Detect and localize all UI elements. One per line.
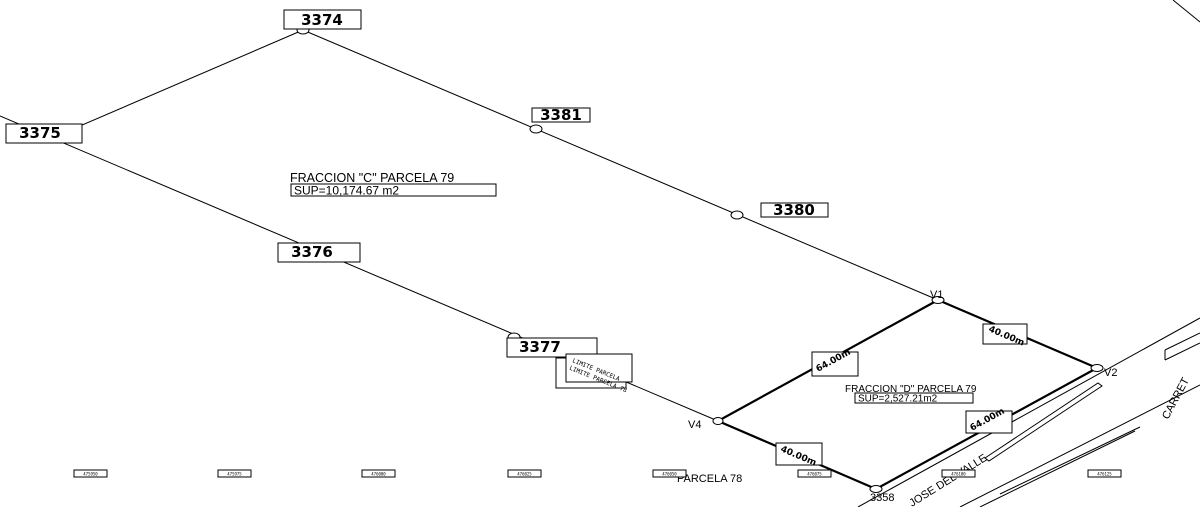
grid-tick-3: 476025 bbox=[517, 472, 532, 477]
vertex-label-3381: 3381 bbox=[531, 106, 591, 124]
grid-tick-0: 475950 bbox=[83, 472, 98, 477]
vertex-label-3375-text: 3375 bbox=[19, 124, 61, 142]
road-line-8 bbox=[1172, 0, 1200, 23]
marker-3381 bbox=[529, 124, 543, 134]
grid-tick-7: 476125 bbox=[1097, 472, 1112, 477]
parcel-c-area-box bbox=[290, 183, 497, 197]
limit-note: LIMITE PARCELA LIMITE PARCELA 78 bbox=[555, 353, 633, 394]
dimension-top-edge: 40.00m bbox=[982, 323, 1028, 349]
parcel-d-area: SUP=2,527.21m2 bbox=[858, 394, 938, 405]
vertex-label-3377: 3377 bbox=[506, 337, 598, 358]
grid-tick-5: 476075 bbox=[807, 472, 822, 477]
grid-ticks: 475950 475975 476000 476025 476050 47607… bbox=[73, 469, 1122, 478]
road-line-2 bbox=[959, 384, 1200, 507]
road-line-4 bbox=[979, 430, 1136, 507]
vertex-label-3376: 3376 bbox=[277, 242, 361, 263]
parcel-c-boundary bbox=[0, 29, 1098, 490]
road-line-6 bbox=[1164, 342, 1200, 361]
corner-label-v1: V1 bbox=[930, 289, 943, 301]
marker-v1 bbox=[931, 296, 945, 304]
neighbor-parcela78: PARCELA 78 bbox=[677, 473, 742, 485]
vertex-label-3380-text: 3380 bbox=[773, 201, 815, 219]
vertex-label-3381-text: 3381 bbox=[540, 106, 582, 124]
dimension-bottom-edge: 40.00m bbox=[775, 442, 823, 469]
road-line-5 bbox=[1164, 332, 1200, 351]
corner-label-v4: V4 bbox=[688, 419, 701, 431]
vertex-label-3380: 3380 bbox=[760, 201, 829, 219]
parcel-d-name: FRACCION "D" PARCELA 79 bbox=[845, 384, 977, 395]
grid-tick-1: 475975 bbox=[227, 472, 242, 477]
road-island bbox=[984, 382, 1103, 462]
marker-3380 bbox=[730, 210, 744, 220]
grid-tick-2: 476000 bbox=[371, 472, 386, 477]
road-lines bbox=[857, 0, 1200, 507]
dimension-left-edge: 64.00m bbox=[811, 348, 859, 377]
vertex-markers bbox=[45, 25, 1104, 493]
marker-3358 bbox=[869, 485, 883, 493]
marker-v4 bbox=[712, 417, 724, 425]
road-label-carretera: CARRET bbox=[1160, 376, 1192, 422]
vertex-label-3374: 3374 bbox=[283, 9, 362, 30]
parcel-d-area-box bbox=[854, 392, 974, 404]
grid-tick-6: 476100 bbox=[951, 472, 966, 477]
marker-v2 bbox=[1090, 364, 1104, 372]
road-line-3 bbox=[999, 426, 1141, 495]
vertex-label-3375: 3375 bbox=[5, 123, 83, 144]
vertex-label-3376-text: 3376 bbox=[291, 243, 333, 261]
parcel-c-name: FRACCION "C" PARCELA 79 bbox=[290, 171, 454, 185]
corner-label-v2: V2 bbox=[1104, 367, 1117, 379]
corner-label-3358: 3358 bbox=[870, 492, 894, 504]
parcel-c-area: SUP=10,174.67 m2 bbox=[294, 184, 399, 198]
vertex-label-3377-text: 3377 bbox=[519, 338, 561, 356]
boundary-line-3375-3374 bbox=[51, 29, 304, 139]
boundary-line-3374-v1 bbox=[302, 29, 939, 301]
grid-tick-4: 476050 bbox=[662, 472, 677, 477]
dimension-right-edge: 64.00m bbox=[965, 407, 1013, 434]
vertex-label-3374-text: 3374 bbox=[301, 11, 343, 29]
road-line-1 bbox=[857, 317, 1200, 507]
